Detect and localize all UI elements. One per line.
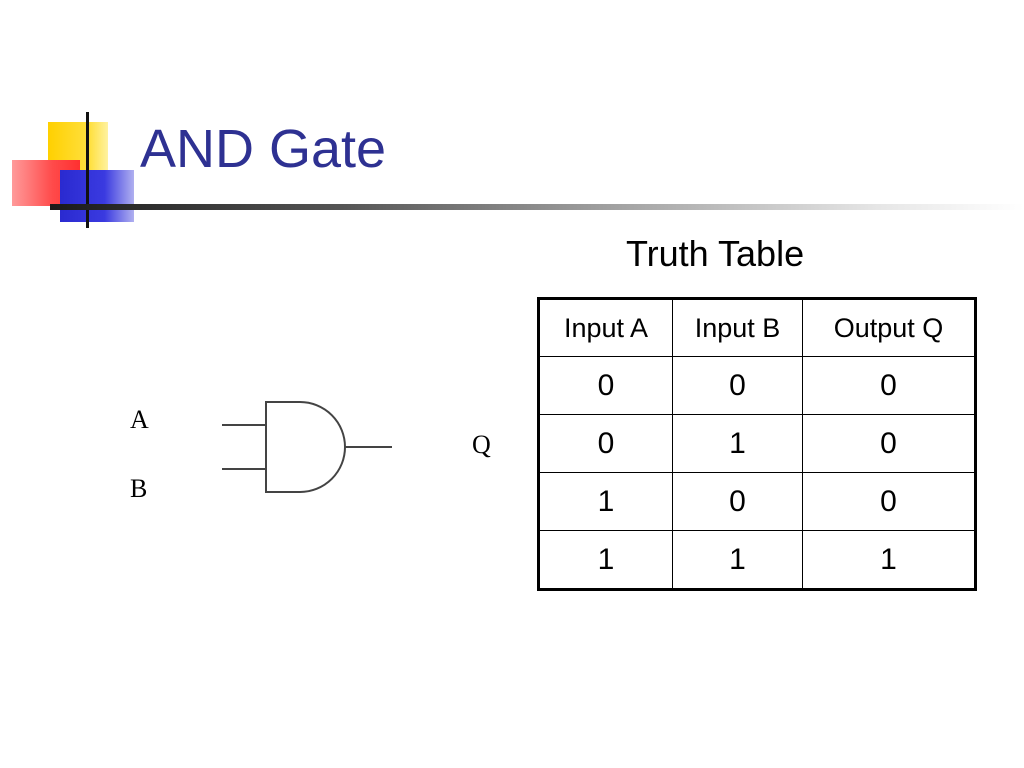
table-cell: 0 [802,472,976,531]
table-cell: 1 [538,472,673,531]
output-q-label: Q [472,430,491,459]
table-cell: 1 [672,414,803,473]
header-input-b: Input B [672,298,803,357]
input-a-label: A [130,405,149,434]
table-cell: 0 [802,414,976,473]
and-gate-symbol [222,401,392,493]
table-cell: 0 [538,414,673,473]
table-row: 1 1 1 [538,530,976,590]
decor-vertical-line [86,112,89,228]
truth-table: Input A Input B Output Q 0 0 0 0 1 0 1 0… [537,297,977,591]
table-cell: 0 [538,356,673,415]
slide-title: AND Gate [140,119,387,179]
header-output-q: Output Q [802,298,976,357]
table-cell: 0 [802,356,976,415]
table-cell: 1 [538,530,673,590]
table-cell: 0 [672,356,803,415]
decor-blue-square [60,170,134,222]
and-gate-body [265,401,346,493]
table-cell: 1 [802,530,976,590]
input-b-label: B [130,474,148,503]
truth-table-caption: Truth Table [626,233,805,274]
table-row: 0 1 0 [538,414,976,473]
truth-table-header-row: Input A Input B Output Q [538,298,976,357]
table-row: 1 0 0 [538,472,976,531]
title-underline [50,204,1024,210]
table-row: 0 0 0 [538,356,976,415]
table-cell: 1 [672,530,803,590]
header-input-a: Input A [538,298,673,357]
table-cell: 0 [672,472,803,531]
